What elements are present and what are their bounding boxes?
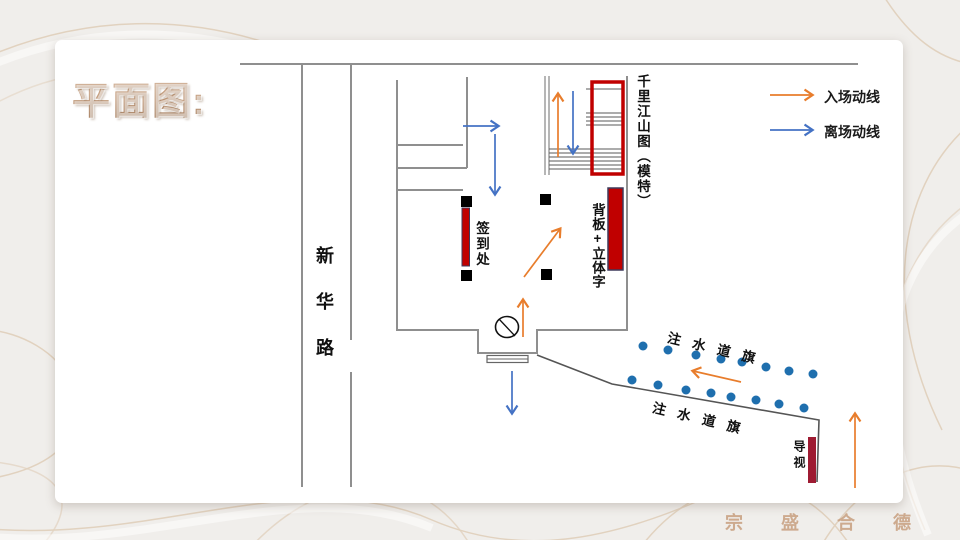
legend-exit-label: 离场动线 — [824, 124, 880, 140]
legend-entry-label: 入场动线 — [824, 89, 880, 105]
flag-dot — [737, 357, 747, 367]
entrance-steps — [486, 354, 529, 364]
road-label: 新华路 — [314, 246, 334, 384]
flag-dot — [716, 354, 726, 364]
signage-label: 导视 — [792, 440, 806, 472]
entry-flow-arrows — [516, 88, 862, 488]
flag-dot — [726, 392, 736, 402]
stair-wall — [544, 76, 550, 175]
flag-dot — [681, 385, 691, 395]
backboard — [607, 187, 624, 271]
company-watermark: 宗盛合德 — [725, 513, 949, 533]
signin-desk — [461, 207, 470, 267]
flag-dot — [653, 380, 663, 390]
flag-dots — [627, 341, 818, 413]
flag-dot — [799, 403, 809, 413]
flag-dot — [627, 375, 637, 385]
entrance-door-symbol — [494, 315, 520, 339]
flag-dot — [638, 341, 648, 351]
signin-desk-label: 签到处 — [474, 221, 489, 268]
flag-dot — [774, 399, 784, 409]
stair-treads — [549, 88, 624, 170]
entry-arrow-diagonal — [523, 226, 562, 278]
black-marker-squares — [461, 194, 552, 281]
barrier-line — [536, 354, 820, 483]
building-outline — [396, 76, 628, 354]
flag-dot — [663, 345, 673, 355]
backboard-label: 背板+立体字 — [590, 203, 605, 289]
flag-dot — [706, 388, 716, 398]
flag-dot — [691, 350, 701, 360]
slide-panel — [55, 40, 903, 503]
road-and-building-walls — [240, 63, 858, 487]
flag-dot — [784, 366, 794, 376]
signage-board — [808, 437, 816, 483]
flag-dot — [761, 362, 771, 372]
entry-arrow-flag-lane — [690, 366, 742, 383]
interior-room-lines — [397, 144, 467, 191]
exit-flow-arrows — [463, 91, 815, 416]
painting-display-frame — [590, 80, 625, 176]
page-title: 平面图: — [72, 70, 207, 125]
flag-dot — [808, 369, 818, 379]
flag-dot — [751, 395, 761, 405]
painting-label: 千里江山图（模特） — [635, 74, 650, 209]
